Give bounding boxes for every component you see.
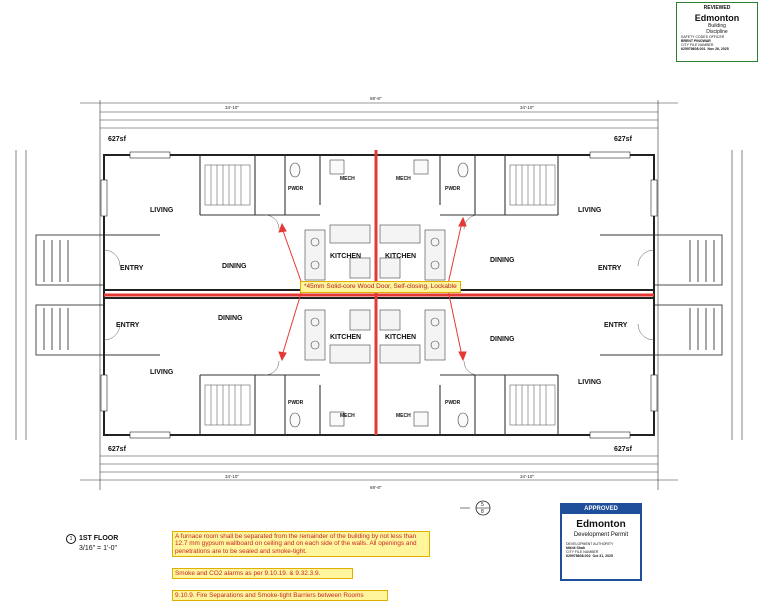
reviewed-stamp: REVIEWED Edmonton Building Discipline SA…	[676, 2, 758, 62]
dimension-labels: 69'-8" 34'-10" 34'-10" 69'-8" 34'-10" 34…	[225, 96, 534, 490]
unit-width-label-right: 34'-10"	[520, 105, 534, 110]
unit-width-label-bottom-left: 34'-10"	[225, 474, 239, 479]
authority-label: DEVELOPMENT AUTHORITY	[566, 542, 614, 546]
reviewed-date: Nov 26, 2025	[707, 47, 729, 51]
section-ref-bottom: 8	[481, 509, 484, 515]
room-label-kitchen: KITCHEN	[330, 253, 361, 260]
overall-dimension-label-bottom: 69'-8"	[370, 485, 382, 490]
room-labels: LIVING LIVING LIVING LIVING ENTRY ENTRY …	[116, 176, 628, 419]
door-callout-note: *45mm Solid-core Wood Door, Self-closing…	[300, 281, 461, 293]
room-label-living: LIVING	[578, 379, 602, 386]
floor-title: 1ST FLOOR	[79, 535, 119, 542]
reviewed-header: REVIEWED	[703, 5, 731, 11]
windows	[100, 151, 658, 439]
reviewed-line1: Building	[708, 23, 726, 29]
overall-dimension-label: 69'-8"	[370, 96, 382, 101]
room-label-kitchen: KITCHEN	[385, 253, 416, 260]
unit-width-label-bottom-right: 34'-10"	[520, 474, 534, 479]
unit-area-label: 627sf	[108, 446, 127, 453]
room-label-dining: DINING	[490, 336, 515, 343]
room-label-entry: ENTRY	[116, 322, 140, 329]
room-label-pwdr: PWDR	[445, 400, 461, 406]
unit-area-label: 627sf	[614, 446, 633, 453]
approved-header: APPROVED	[562, 505, 640, 514]
bathroom-fixtures	[289, 159, 469, 428]
room-label-dining: DINING	[218, 315, 243, 322]
entry-porches	[35, 234, 723, 356]
reviewed-file-number: 625978608-001	[681, 47, 706, 51]
room-label-kitchen: KITCHEN	[330, 334, 361, 341]
section-marker: 5 8	[460, 500, 491, 516]
door-callout-arrows	[278, 216, 467, 362]
section-ref-top: 5	[481, 502, 484, 508]
unit-area-label: 627sf	[108, 136, 127, 143]
edmonton-logo: Edmonton	[694, 13, 740, 23]
smoke-alarm-note: Smoke and CO2 alarms as per 9.10.19. & 9…	[172, 568, 353, 580]
room-label-entry: ENTRY	[604, 322, 628, 329]
detail-number: 1	[66, 534, 76, 544]
room-label-mech: MECH	[396, 413, 411, 419]
authority-name: Nikhil Shah	[566, 546, 586, 550]
furnace-room-note: A furnace room shall be separated from t…	[172, 531, 430, 558]
room-label-mech: MECH	[396, 176, 411, 182]
unit-width-label-left: 34'-10"	[225, 105, 239, 110]
room-label-mech: MECH	[340, 413, 355, 419]
top-dimension-lines	[15, 100, 743, 490]
room-label-pwdr: PWDR	[445, 186, 461, 192]
reviewed-line2: Discipline	[706, 29, 728, 35]
room-label-living: LIVING	[150, 207, 174, 214]
room-label-dining: DINING	[490, 257, 515, 264]
edmonton-logo: Edmonton	[576, 519, 626, 530]
officer-label: SAFETY CODES OFFICER	[681, 35, 725, 39]
room-label-mech: MECH	[340, 176, 355, 182]
room-label-dining: DINING	[222, 263, 247, 270]
kitchen-fixtures	[304, 224, 446, 364]
room-label-living: LIVING	[150, 369, 174, 376]
room-label-kitchen: KITCHEN	[385, 334, 416, 341]
area-labels: 627sf 627sf 627sf 627sf	[108, 136, 633, 453]
room-label-pwdr: PWDR	[288, 400, 304, 406]
fire-separation-note: 9.10.9. Fire Separations and Smoke-tight…	[172, 590, 388, 601]
room-label-entry: ENTRY	[598, 265, 622, 272]
stairs	[204, 164, 556, 426]
reviewed-file-label: CITY FILE NUMBER	[681, 43, 714, 47]
drawing-scale: 3/16" = 1'-0"	[79, 545, 118, 552]
door-swings	[103, 214, 655, 376]
approved-stamp: APPROVED Edmonton Development Permit DEV…	[560, 503, 642, 581]
permit-type: Development Permit	[573, 532, 629, 538]
approved-file-label: CITY FILE NUMBER	[566, 550, 599, 554]
room-label-entry: ENTRY	[120, 265, 144, 272]
approved-file-number: 625978608-002	[566, 554, 591, 558]
room-label-pwdr: PWDR	[288, 186, 304, 192]
room-label-living: LIVING	[578, 207, 602, 214]
unit-area-label: 627sf	[614, 136, 633, 143]
officer-name: BRENT PINOWAR	[681, 39, 711, 43]
interior-walls	[104, 155, 654, 435]
approved-date: Oct 31, 2025	[592, 554, 613, 558]
